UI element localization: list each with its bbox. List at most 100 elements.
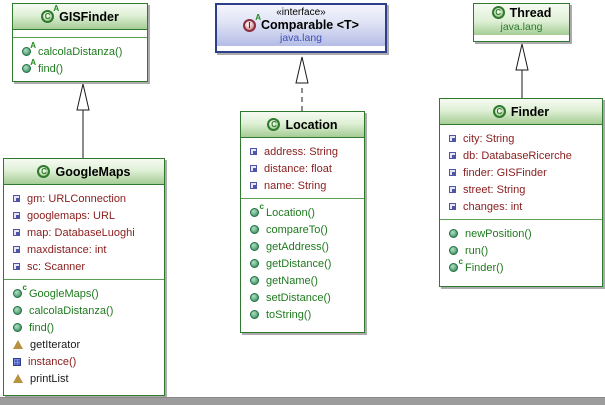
field-label: address: String	[264, 145, 338, 158]
static-method-icon	[13, 357, 21, 366]
field-label: maxdistance: int	[27, 243, 107, 256]
field-label: sc: Scanner	[27, 260, 86, 273]
method-row[interactable]: newPosition()	[440, 225, 602, 242]
field-label: city: String	[463, 132, 515, 145]
method-icon	[250, 259, 259, 268]
class-name: Finder	[510, 104, 550, 119]
field-label: distance: float	[264, 162, 332, 175]
field-row[interactable]: distance: float	[241, 160, 364, 177]
class-name: GoogleMaps	[55, 164, 131, 179]
class-header-location[interactable]: C Location	[241, 112, 364, 138]
method-label: getName()	[266, 274, 318, 287]
field-row[interactable]: gm: URLConnection	[4, 190, 164, 207]
method-row[interactable]: run()	[440, 242, 602, 259]
method-label: Location()	[266, 206, 315, 219]
field-label: name: String	[264, 179, 327, 192]
field-row[interactable]: city: String	[440, 130, 602, 147]
field-row[interactable]: maxdistance: int	[4, 241, 164, 258]
method-row[interactable]: calcolaDistanza()	[4, 302, 164, 319]
method-row[interactable]: getName()	[241, 272, 364, 289]
method-icon	[449, 229, 458, 238]
method-row[interactable]: c Location()	[241, 203, 364, 221]
class-header-googlemaps[interactable]: C GoogleMaps	[4, 159, 164, 185]
class-icon: C	[267, 118, 281, 131]
method-label: getIterator	[30, 338, 81, 351]
method-icon	[250, 242, 259, 251]
method-label: instance()	[28, 355, 77, 368]
method-row[interactable]: c GoogleMaps()	[4, 284, 164, 302]
field-row[interactable]: sc: Scanner	[4, 258, 164, 275]
field-icon	[13, 212, 20, 219]
field-icon	[449, 169, 456, 176]
field-label: map: DatabaseLuoghi	[27, 226, 135, 239]
method-row[interactable]: toString()	[241, 306, 364, 323]
method-row[interactable]: instance()	[4, 353, 164, 370]
method-label: find()	[38, 62, 64, 75]
method-row[interactable]: getDistance()	[241, 255, 364, 272]
abstract-method-icon: A	[22, 59, 36, 73]
field-row[interactable]: map: DatabaseLuoghi	[4, 224, 164, 241]
method-icon	[13, 323, 22, 332]
class-name: GISFinder	[59, 9, 119, 24]
field-row[interactable]: name: String	[241, 177, 364, 194]
method-row[interactable]: c Finder()	[440, 258, 602, 276]
stereotype-label: «interface»	[276, 7, 326, 18]
field-row[interactable]: finder: GISFinder	[440, 164, 602, 181]
field-icon	[250, 165, 257, 172]
field-icon	[449, 152, 456, 159]
constructor-icon: c	[250, 203, 264, 217]
field-label: gm: URLConnection	[27, 192, 127, 205]
method-label: calcolaDistanza()	[29, 304, 114, 317]
abstract-method-icon: A	[22, 42, 36, 56]
field-icon	[449, 203, 456, 210]
class-box-location[interactable]: C Location address: String distance: flo…	[240, 111, 365, 333]
interface-name: Comparable <T>	[261, 18, 359, 32]
class-icon: C	[37, 165, 51, 178]
method-icon	[13, 306, 22, 315]
method-icon	[250, 293, 259, 302]
class-box-finder[interactable]: C Finder city: String db: DatabaseRicerc…	[439, 98, 603, 287]
methods-compartment: c GoogleMaps() calcolaDistanza() find() …	[4, 280, 164, 391]
field-row[interactable]: changes: int	[440, 198, 602, 215]
field-icon	[250, 148, 257, 155]
package-label: java.lang	[474, 21, 569, 35]
fields-compartment: gm: URLConnection googlemaps: URL map: D…	[4, 185, 164, 280]
method-label: printList	[30, 372, 69, 385]
method-label: getAddress()	[266, 240, 329, 253]
field-icon	[13, 246, 20, 253]
method-row[interactable]: find()	[4, 319, 164, 336]
field-row[interactable]: address: String	[241, 143, 364, 160]
class-box-googlemaps[interactable]: C GoogleMaps gm: URLConnection googlemap…	[3, 158, 165, 396]
method-row[interactable]: getIterator	[4, 336, 164, 353]
method-row[interactable]: A calcolaDistanza()	[13, 42, 147, 60]
property-triangle-icon	[13, 374, 23, 383]
class-header-thread[interactable]: C Thread	[474, 4, 569, 21]
class-box-thread[interactable]: C Thread java.lang	[473, 3, 570, 42]
method-row[interactable]: A find()	[13, 59, 147, 77]
method-row[interactable]: compareTo()	[241, 221, 364, 238]
field-row[interactable]: googlemaps: URL	[4, 207, 164, 224]
field-row[interactable]: db: DatabaseRicerche	[440, 147, 602, 164]
bottom-scroll-strip[interactable]	[0, 397, 605, 405]
method-icon	[449, 246, 458, 255]
field-icon	[449, 186, 456, 193]
method-label: GoogleMaps()	[29, 287, 99, 300]
method-row[interactable]: getAddress()	[241, 238, 364, 255]
method-label: compareTo()	[266, 223, 328, 236]
method-label: Finder()	[465, 261, 504, 274]
method-row[interactable]: printList	[4, 370, 164, 387]
method-row[interactable]: setDistance()	[241, 289, 364, 306]
methods-compartment: c Location() compareTo() getAddress() ge…	[241, 199, 364, 327]
field-icon	[13, 229, 20, 236]
method-label: calcolaDistanza()	[38, 45, 123, 58]
field-label: db: DatabaseRicerche	[463, 149, 572, 162]
class-header-finder[interactable]: C Finder	[440, 99, 602, 125]
field-row[interactable]: street: String	[440, 181, 602, 198]
